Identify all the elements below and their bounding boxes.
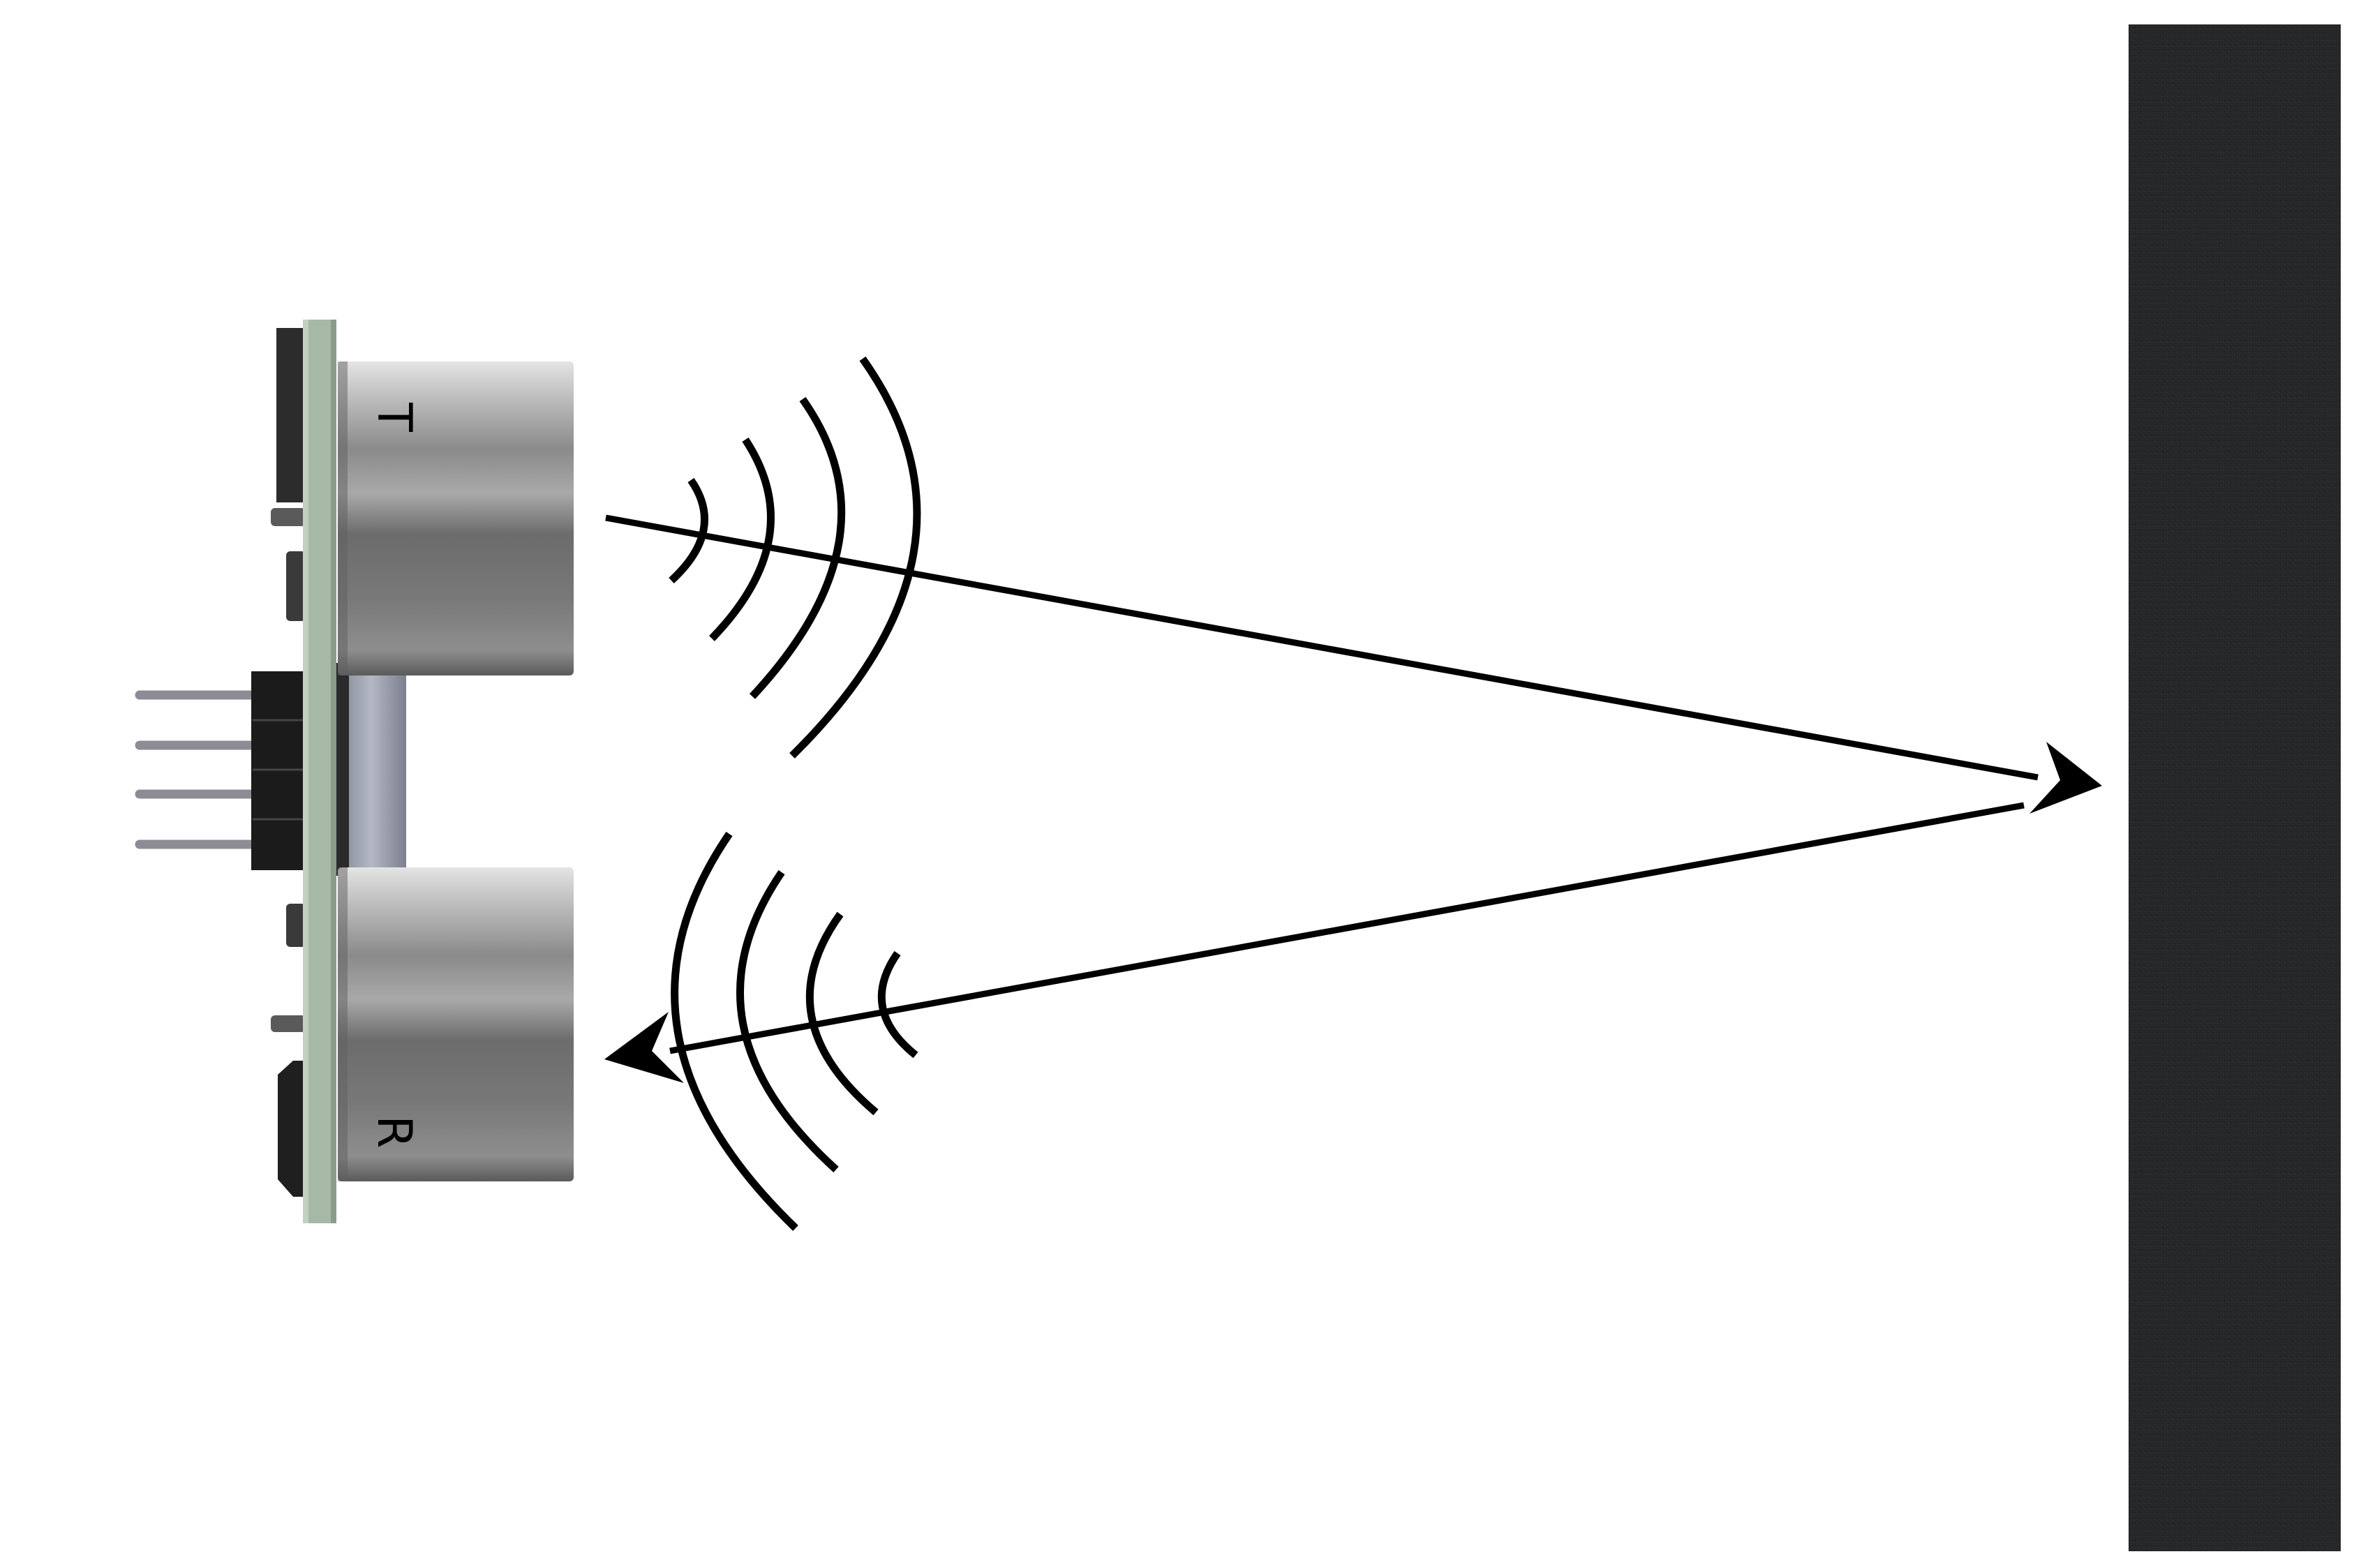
back-smd-top [271,508,306,526]
returning-wave-3 [736,869,839,1173]
emitted-wave-3 [749,396,846,699]
transmitter-letter: T [366,402,422,432]
back-component-top [276,328,306,502]
emitted-sound-waves [669,356,921,759]
header-pins [135,690,263,849]
ultrasonic-sensor-module: T R [135,320,574,1223]
returning-wave-4 [671,831,798,1231]
reflected-arrowhead [604,1012,684,1083]
wall [2129,24,2341,1551]
back-smd-bottom [271,1015,306,1032]
reflected-ray [604,802,2025,1083]
returning-wave-2 [805,911,879,1116]
returning-sound-waves [671,831,918,1231]
returning-wave-1 [877,950,918,1059]
emitted-wave-2 [709,437,775,641]
receiver-transducer: R [338,867,574,1181]
back-component-lower [286,904,306,947]
outgoing-ray [605,514,2102,814]
outgoing-arrowhead [2029,742,2102,814]
back-crystal-holder [278,1061,307,1197]
emitted-wave-1 [669,477,708,584]
receiver-letter: R [366,1115,422,1148]
back-component-mid [286,551,306,621]
transmitter-transducer: T [338,361,574,675]
emitted-wave-4 [789,356,921,759]
